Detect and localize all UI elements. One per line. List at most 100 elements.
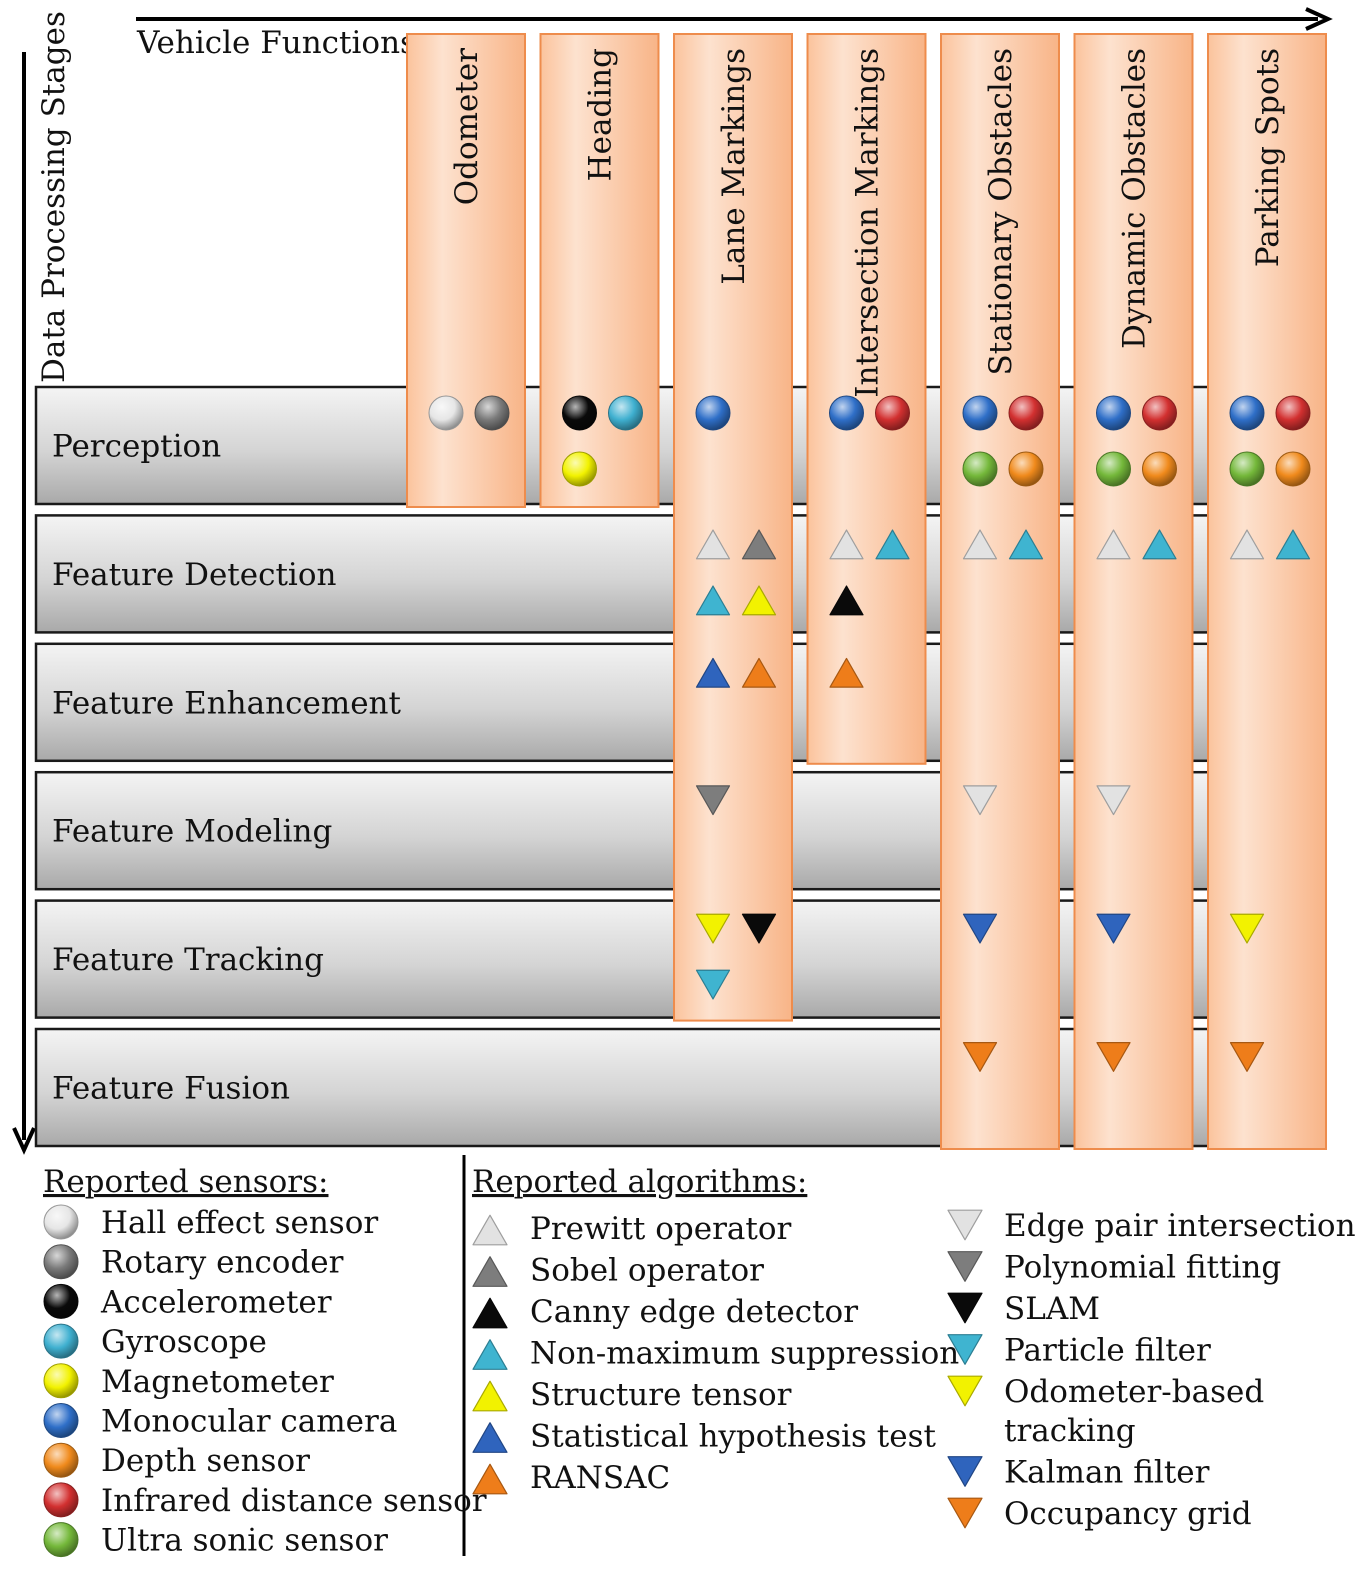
function-column-heading: Heading [539,33,660,508]
legend-algorithm-odotrack-icon [947,1375,983,1407]
algorithm-marker-prewitt [1229,529,1265,560]
sensor-marker-accel [562,395,597,431]
sensor-marker-ir [1142,395,1177,431]
algorithm-marker-occgrid [1229,1042,1265,1072]
stage-label: Feature Tracking [52,942,324,978]
sensor-marker-ultra [1096,451,1131,487]
legend-algorithm-label: Polynomial fitting [1004,1250,1281,1286]
function-label: Lane Markings [716,48,752,285]
sensor-marker-gyro [608,395,643,431]
function-label: Odometer [449,48,485,205]
algorithms-legend-title: Reported algorithms: [472,1164,807,1200]
legend-algorithm-edgepair-icon [947,1209,983,1241]
function-label: Parking Spots [1250,48,1286,267]
legend-algorithm-label: Sobel operator [530,1253,764,1289]
sensor-marker-mono [1229,395,1265,431]
legend-sensor-rotary-icon [43,1244,79,1280]
stage-label: Feature Modeling [52,814,332,850]
algorithm-marker-nms [1142,529,1177,560]
algorithm-marker-prewitt [695,529,731,560]
legend-sensor-ir-icon [43,1482,79,1518]
sensor-marker-mono [1096,395,1131,431]
function-column-dynamic-obstacles: Dynamic Obstacles [1073,33,1194,1150]
algorithm-marker-prewitt [1096,529,1131,560]
sensor-marker-ultra [962,451,998,487]
sensor-marker-ir [1008,395,1044,431]
legend-sensor-label: Rotary encoder [101,1245,344,1281]
y-axis-label: Data Processing Stages [36,11,72,383]
legend-sensor-label: Hall effect sensor [101,1205,378,1241]
legend-algorithm-polyfit-icon [947,1251,983,1282]
legend-sensor-label: Monocular camera [101,1404,397,1440]
legend-algorithm-prewitt-icon [472,1214,508,1246]
legend-algorithm-label: Kalman filter [1004,1455,1210,1491]
legend-sensor-gyro-icon [43,1323,79,1359]
function-column-intersection-markings: Intersection Markings [806,33,927,765]
sensor-marker-depth [1275,451,1311,487]
sensor-marker-ir [875,395,910,431]
y-axis-arrow [12,52,36,1155]
legend-sensor-magneto-icon [43,1363,79,1399]
legend-algorithm-canny-icon [472,1297,508,1329]
sensor-marker-mono [962,395,998,431]
algorithm-marker-hypothesis [695,657,731,688]
legend-algorithm-label: Non-maximum suppression [530,1336,959,1372]
function-label: Dynamic Obstacles [1117,48,1153,349]
sensor-marker-rotary [474,395,510,431]
stage-label: Feature Detection [52,557,336,593]
legend-sensor-accel-icon [43,1283,79,1319]
legend-algorithm-occgrid-icon [947,1497,983,1529]
sensor-marker-depth [1142,451,1177,487]
function-label: Stationary Obstacles [983,48,1019,375]
cell-markers [428,395,1311,1072]
function-column-stationary-obstacles: Stationary Obstacles [940,33,1060,1150]
algorithm-marker-occgrid [962,1042,998,1072]
legend-algorithm-label: Prewitt operator [530,1211,792,1247]
function-column-lane-markings: Lane Markings [673,33,793,1022]
legend-sensor-ultra-icon [43,1522,79,1558]
function-label: Heading [583,48,619,181]
legend-algorithm-kalman-icon [947,1456,983,1487]
legend-algorithm-label: RANSAC [530,1460,670,1496]
legend-algorithm-label: Occupancy grid [1004,1496,1252,1532]
stage-label: Feature Fusion [52,1071,290,1107]
legend-algorithm-ransac-icon [472,1463,508,1495]
sensor-marker-ir [1275,395,1311,431]
sensor-marker-mono [695,395,731,431]
sensors-legend: Reported sensors: Hall effect sensorRota… [43,1164,487,1559]
legend-algorithm-structure-icon [472,1380,508,1412]
legend-algorithm-label: Statistical hypothesis test [530,1419,936,1455]
algorithm-marker-canny [829,585,864,616]
algorithm-marker-edgepair [1096,785,1131,816]
legend-algorithm-particle-icon [947,1334,983,1365]
legend-algorithm-label: Edge pair intersection [1004,1208,1356,1244]
legend-algorithm-label: Particle filter [1004,1333,1211,1369]
legend-algorithm-label: Structure tensor [530,1377,792,1413]
function-columns: Odometer Heading Lane Markings Intersection… [406,33,1327,1150]
sensor-marker-depth [1008,451,1044,487]
legend-algorithm-nms-icon [472,1339,508,1370]
legend-sensor-mono-icon [43,1403,79,1438]
legend-algorithm-label: SLAM [1004,1291,1100,1327]
algorithm-marker-occgrid [1096,1042,1131,1072]
algorithms-legend: Reported algorithms: Prewitt operatorSob… [472,1164,1356,1532]
legend-sensor-label: Accelerometer [100,1284,332,1320]
algorithm-marker-ransac [829,657,864,688]
algorithm-marker-sobel [741,529,777,560]
x-axis-label: Vehicle Functions [136,25,416,61]
stage-label: Feature Enhancement [52,685,402,721]
sensor-marker-ultra [1229,451,1265,487]
algorithm-marker-prewitt [962,529,998,560]
function-column-odometer: Odometer [406,33,526,508]
algorithm-marker-edgepair [962,785,998,816]
algorithm-marker-nms [875,529,910,560]
algorithm-marker-odotrack [1229,913,1265,944]
legend-sensor-hall-icon [43,1204,79,1240]
legend-sensor-label: Ultra sonic sensor [101,1523,388,1559]
legend-algorithm-label: Canny edge detector [530,1294,858,1330]
legend-algorithm-hypothesis-icon [472,1422,508,1453]
function-column-parking-spots: Parking Spots [1207,33,1327,1150]
legend-algorithm-sobel-icon [472,1256,508,1287]
